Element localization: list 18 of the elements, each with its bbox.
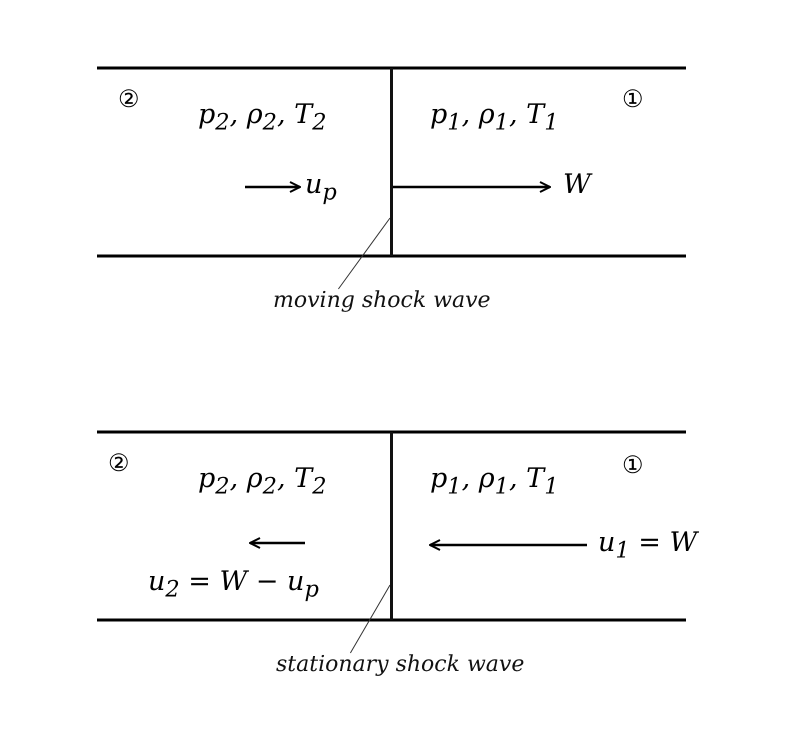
region-number: ② — [118, 86, 140, 112]
velocity-label: W — [563, 170, 591, 200]
shock-wave-caption: moving shock wave — [273, 289, 491, 314]
state-variables: p$_{1}$, ρ$_{1}$, T$_{1}$ — [430, 100, 559, 136]
velocity-label: u$_{1}$ = W — [598, 528, 698, 564]
region-number: ② — [108, 450, 130, 476]
region-number: ① — [622, 452, 644, 478]
region-number: ① — [622, 86, 644, 112]
shock-wave-caption: stationary shock wave — [276, 653, 524, 678]
shock-front-line — [390, 68, 393, 256]
state-variables: p$_{1}$, ρ$_{1}$, T$_{1}$ — [430, 464, 559, 500]
leader-line — [350, 584, 390, 654]
state-variables: p$_{2}$, ρ$_{2}$, T$_{2}$ — [198, 100, 327, 136]
velocity-label: u$_{2}$ = W − u$_{p}$ — [148, 567, 319, 602]
state-variables: p$_{2}$, ρ$_{2}$, T$_{2}$ — [198, 464, 327, 500]
velocity-label: u$_{p}$ — [305, 170, 337, 206]
shock-front-line — [390, 432, 393, 620]
leader-line — [338, 218, 390, 290]
